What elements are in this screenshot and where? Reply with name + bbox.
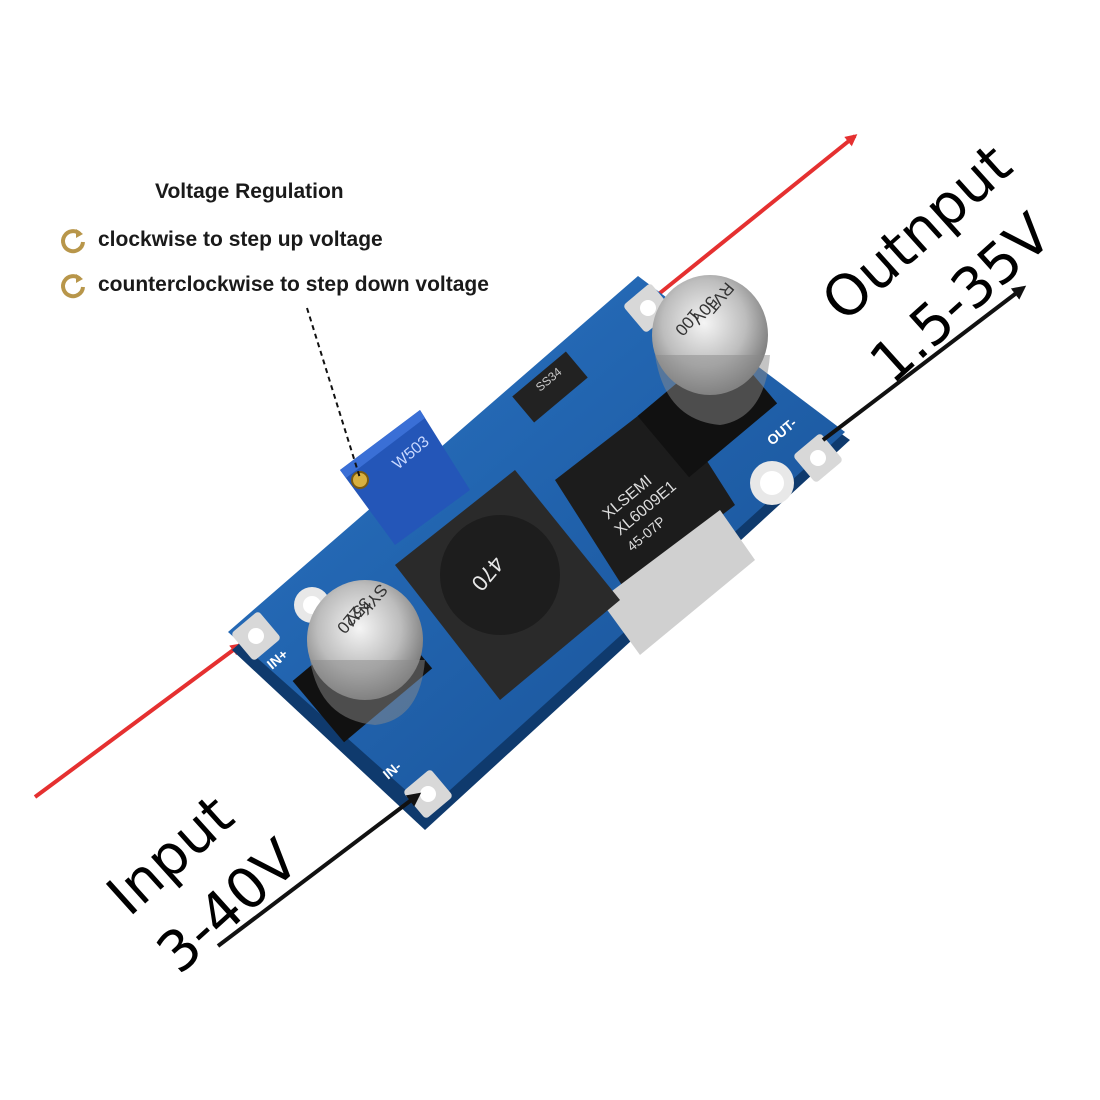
inductor: 470 bbox=[395, 470, 620, 700]
pad-in-plus bbox=[232, 612, 280, 660]
pcb-board: IN+ IN- OUT- W503 SS34 XLSEMI XL6009E1 bbox=[228, 275, 850, 830]
pot-screw bbox=[351, 471, 369, 489]
legend-item-label: counterclockwise to step down voltage bbox=[98, 273, 489, 296]
voltage-regulation-legend: Voltage Regulation clockwise to step up … bbox=[0, 0, 1100, 320]
input-capacitor: 220 35V SYK bbox=[292, 580, 433, 743]
potentiometer: W503 bbox=[340, 410, 470, 545]
input-positive-arrow bbox=[33, 643, 243, 799]
pad-out-minus bbox=[794, 434, 842, 482]
output-negative-arrow bbox=[821, 285, 1027, 442]
mounting-hole-right bbox=[750, 461, 794, 505]
counterclockwise-arrow-icon bbox=[61, 274, 85, 299]
legend-title: Voltage Regulation bbox=[155, 180, 344, 203]
clockwise-arrow-icon bbox=[61, 229, 85, 254]
output-positive-arrow bbox=[653, 134, 858, 299]
output-capacitor: 100 50V RVT bbox=[637, 275, 778, 478]
pointer-line bbox=[306, 307, 361, 479]
input-negative-arrow bbox=[216, 792, 422, 948]
legend-item-clockwise: clockwise to step up voltage bbox=[58, 225, 383, 255]
legend-item-counterclockwise: counterclockwise to step down voltage bbox=[58, 270, 489, 300]
diode: SS34 bbox=[512, 351, 588, 423]
legend-item-label: clockwise to step up voltage bbox=[98, 228, 383, 251]
